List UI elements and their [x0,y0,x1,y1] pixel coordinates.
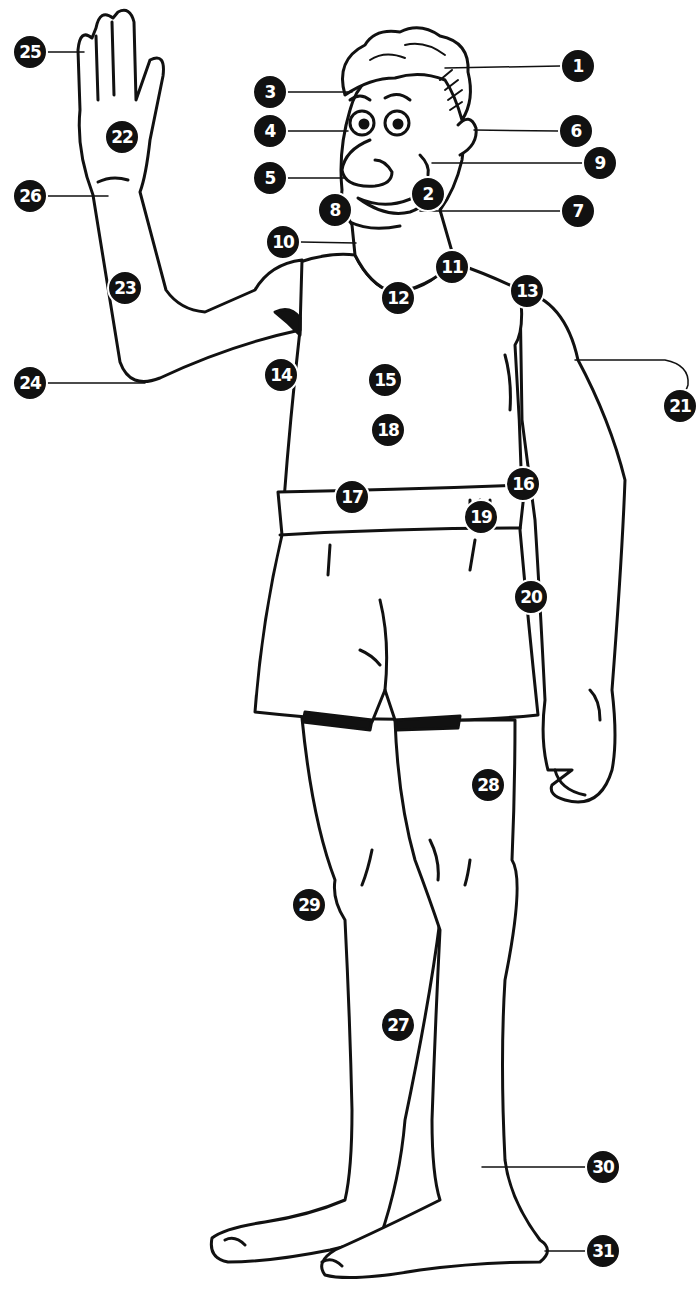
nose [342,140,392,186]
callout-number: 7 [560,193,596,229]
callout-number: 30 [585,1149,621,1185]
shorts [255,485,538,722]
knee-detail [225,840,470,1266]
left-leg [322,720,548,1278]
callout-number: 27 [380,1007,416,1043]
ear [458,119,476,155]
callout-number: 3 [252,74,288,110]
leader-line [48,51,84,53]
callout-number: 29 [291,887,327,923]
right-arm [78,10,302,381]
callout-number: 20 [513,579,549,615]
chest-detail [505,355,510,410]
callout-number: 26 [12,178,48,214]
callout-number: 8 [317,192,353,228]
callout-number: 24 [12,365,48,401]
leader-line [432,162,582,164]
callout-number: 25 [12,34,48,70]
leader-line [288,177,345,179]
leader-line [545,1250,585,1252]
callout-number: 22 [104,119,140,155]
pupil [394,120,402,128]
left-hand-detail [555,690,600,795]
callout-number: 9 [582,145,618,181]
pupil [360,120,368,128]
callout-number: 11 [434,249,470,285]
callout-number: 19 [463,499,499,535]
armpit [275,310,300,335]
leader-line [420,210,560,212]
callout-number: 31 [585,1233,621,1269]
callout-number: 16 [505,466,541,502]
callout-number: 2 [410,176,446,212]
leader-line [288,91,352,93]
callout-number: 12 [380,280,416,316]
shorts-lining [303,712,460,730]
callout-number: 23 [107,270,143,306]
hand-detail [96,22,128,182]
callout-number: 1 [560,48,596,84]
leader-line [445,66,560,68]
callout-number: 4 [252,113,288,149]
callout-number: 17 [334,479,370,515]
leader-lines [48,52,688,1251]
eye [385,111,409,135]
eyebrows [350,94,410,100]
shorts-detail [280,500,520,690]
eye [350,111,374,135]
leader-line [288,130,348,132]
callout-number: 13 [509,273,545,309]
callout-number: 6 [558,113,594,149]
hair [343,28,471,120]
leader-line [482,1166,585,1168]
callout-number: 5 [252,160,288,196]
leader-line [474,130,558,131]
callout-number: 10 [265,224,301,260]
leader-line [48,195,108,197]
callout-number: 28 [470,767,506,803]
left-arm [520,290,625,802]
torso [284,254,522,500]
callout-number: 14 [263,357,299,393]
hair-detail [370,44,462,110]
callout-number: 21 [662,388,696,424]
callout-number: 15 [367,362,403,398]
callout-number: 18 [370,412,406,448]
leader-line [301,242,356,243]
leader-line [48,382,145,384]
